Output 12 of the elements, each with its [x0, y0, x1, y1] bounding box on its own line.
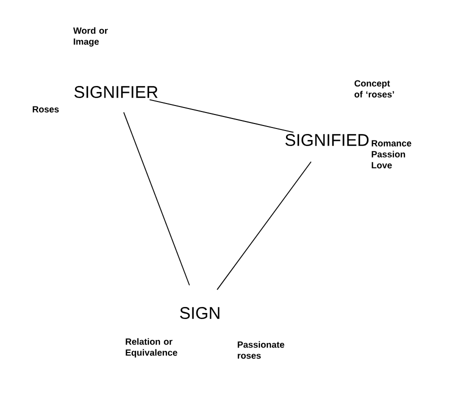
example-note: Passionate roses: [238, 341, 284, 359]
concept-label: SIGNIFIED: [285, 134, 369, 146]
connecting-line: [149, 99, 294, 133]
example-note: Concept of ‘roses’: [354, 80, 394, 98]
connecting-line: [216, 161, 312, 290]
connecting-line: [123, 112, 190, 286]
example-note: Relation or Equivalence: [126, 338, 178, 358]
concept-label: SIGN: [180, 307, 220, 319]
example-note: Romance Passion Love: [372, 140, 412, 168]
example-note: Word or Image: [73, 27, 108, 47]
concept-label: SIGNIFIER: [74, 86, 158, 98]
example-note: Roses: [32, 106, 59, 112]
